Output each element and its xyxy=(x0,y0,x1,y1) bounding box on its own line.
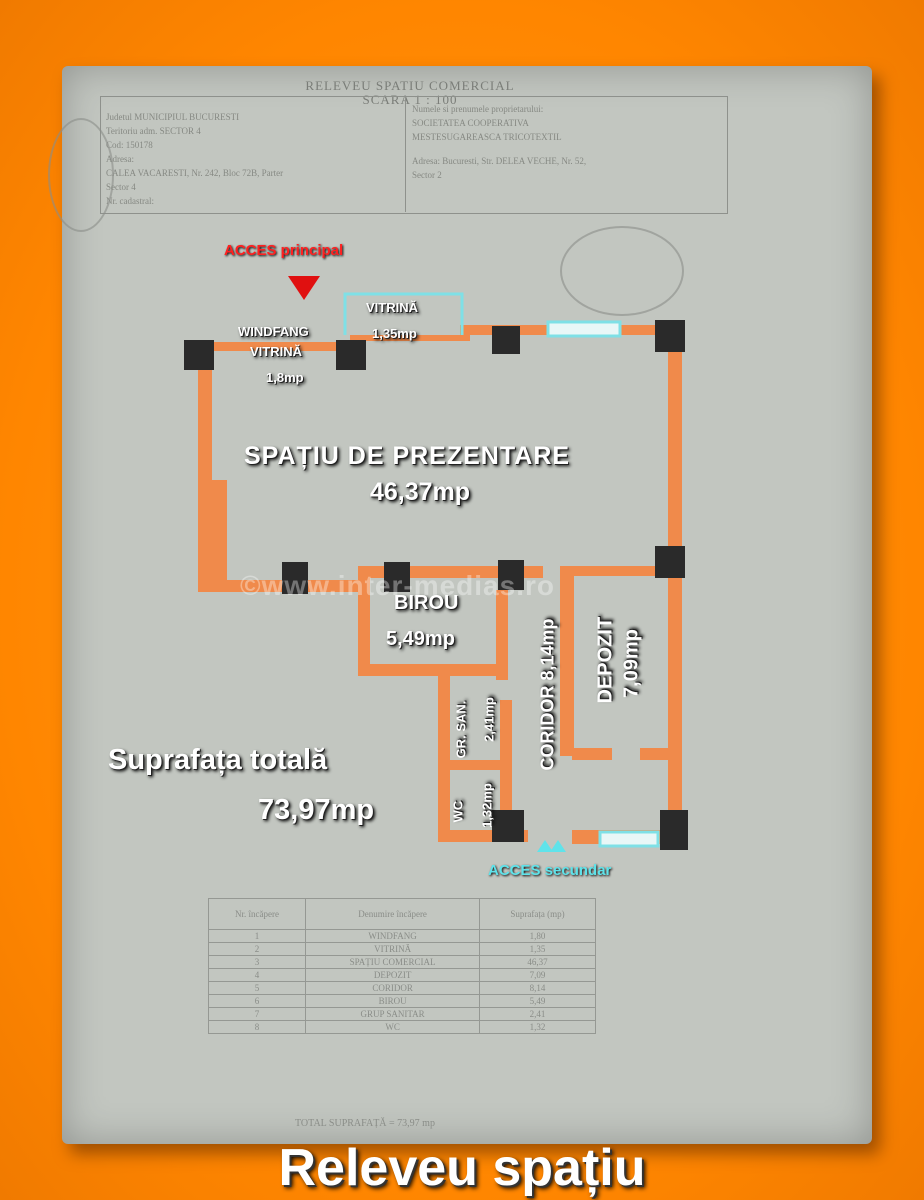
total-area-label: Suprafața totală xyxy=(108,744,328,776)
grup-sanitar-label: GR. SAN. xyxy=(453,700,469,759)
wall-san-west xyxy=(438,664,450,842)
wall-depozit-west xyxy=(560,566,574,756)
table-cell: 8 xyxy=(207,1020,307,1034)
wall-depozit-south-left xyxy=(572,748,612,760)
wall-birou-south xyxy=(358,664,508,676)
wall-north-left xyxy=(200,342,350,351)
pillar xyxy=(655,546,685,578)
wall-san-divider xyxy=(440,760,510,770)
pillar xyxy=(492,326,520,354)
left-info-line: Adresa: xyxy=(106,154,134,164)
right-info-line: MESTESUGAREASCA TRICOTEXTIL xyxy=(412,132,562,142)
left-info-line: Judetul MUNICIPIUL BUCURESTI xyxy=(106,112,240,122)
vitrina-area: 1,35mp xyxy=(372,326,417,341)
window-south xyxy=(598,830,660,848)
stamp-right xyxy=(560,226,684,316)
area-table: Nr. încăpere Denumire încăpere Suprafața… xyxy=(207,898,596,1034)
coridor-label: CORIDOR 8,14mp xyxy=(537,618,558,771)
right-info-line: SOCIETATEA COOPERATIVA xyxy=(412,118,529,128)
grup-sanitar-area: 2,41mp xyxy=(481,697,497,742)
vitrina-label: VITRINĂ xyxy=(366,300,418,315)
left-info-line: Teritoriu adm. SECTOR 4 xyxy=(106,126,201,136)
document-scale: SCARA 1 : 100 xyxy=(362,92,458,107)
windows xyxy=(546,320,660,848)
area-table-header: Nr. încăpere Denumire încăpere Suprafața… xyxy=(207,898,596,930)
windfang-label: WINDFANG xyxy=(238,324,309,339)
footer-title: Releveu spațiu xyxy=(278,1139,646,1197)
pillar xyxy=(492,810,524,842)
pillars xyxy=(184,320,688,850)
secondary-access-arrow xyxy=(550,840,566,852)
wall-south-left xyxy=(198,580,358,592)
wall-birou-east xyxy=(496,590,508,680)
pillar xyxy=(384,562,410,592)
right-info-line: Adresa: Bucuresti, Str. DELEA VECHE, Nr.… xyxy=(412,156,587,166)
wall-north-mid xyxy=(350,335,470,341)
secondary-access-arrow xyxy=(537,840,553,852)
main-access-arrow xyxy=(288,276,320,300)
main-access-label: ACCES principal xyxy=(224,242,344,259)
windfang-vitrina-label: VITRINĂ xyxy=(250,344,302,359)
right-info-line: Sector 2 xyxy=(412,170,442,180)
wc-label: WC xyxy=(450,800,466,823)
pillar xyxy=(282,562,308,594)
table-cell: WC xyxy=(305,1020,481,1034)
presentation-room-label: SPAȚIU DE PREZENTARE xyxy=(244,442,571,470)
wall-west-thick xyxy=(205,480,227,590)
left-info-line: Nr. cadastral: xyxy=(106,196,154,206)
left-info-line: Sector 4 xyxy=(106,182,136,192)
pillar xyxy=(336,340,366,370)
table-cell: 1,32 xyxy=(479,1020,596,1034)
left-info-line: Cod: 150178 xyxy=(106,140,153,150)
table-cell: 7 xyxy=(207,1007,307,1021)
document-title: RELEVEU SPATIU COMERCIAL xyxy=(305,78,515,93)
depozit-label: DEPOZIT xyxy=(594,616,617,704)
wall-depozit-north xyxy=(560,566,682,576)
pillar xyxy=(660,810,688,850)
table-header-cell: Nr. încăpere xyxy=(207,898,307,930)
wall-east xyxy=(668,336,682,836)
stamp-left xyxy=(48,118,114,232)
table-total: TOTAL SUPRAFAȚĂ = 73,97 mp xyxy=(295,1118,435,1129)
wall-birou-west xyxy=(358,566,370,676)
wall-depozit-south-right xyxy=(640,748,682,760)
birou-area: 5,49mp xyxy=(386,628,455,650)
presentation-room-area: 46,37mp xyxy=(370,478,471,506)
wc-area: 1,32mp xyxy=(479,783,495,828)
table-header-cell: Suprafața (mp) xyxy=(479,898,596,930)
pillar xyxy=(655,320,685,352)
vitrina-outline xyxy=(343,292,464,335)
watermark: ©www.inter-medias.ro xyxy=(240,570,555,601)
windfang-area: 1,8mp xyxy=(266,370,304,385)
secondary-access-label: ACCES secundar xyxy=(488,862,612,879)
window-north xyxy=(546,320,622,338)
document-info-divider xyxy=(405,96,406,212)
total-area-value: 73,97mp xyxy=(258,794,375,826)
right-info-line: Numele si prenumele proprietarului: xyxy=(412,104,544,114)
birou-label: BIROU xyxy=(394,592,459,614)
left-info-line: CALEA VACARESTI, Nr. 242, Bloc 72B, Part… xyxy=(106,168,284,178)
pillar xyxy=(498,560,524,590)
depozit-area: 7,09mp xyxy=(620,629,643,698)
pillar xyxy=(184,340,214,370)
